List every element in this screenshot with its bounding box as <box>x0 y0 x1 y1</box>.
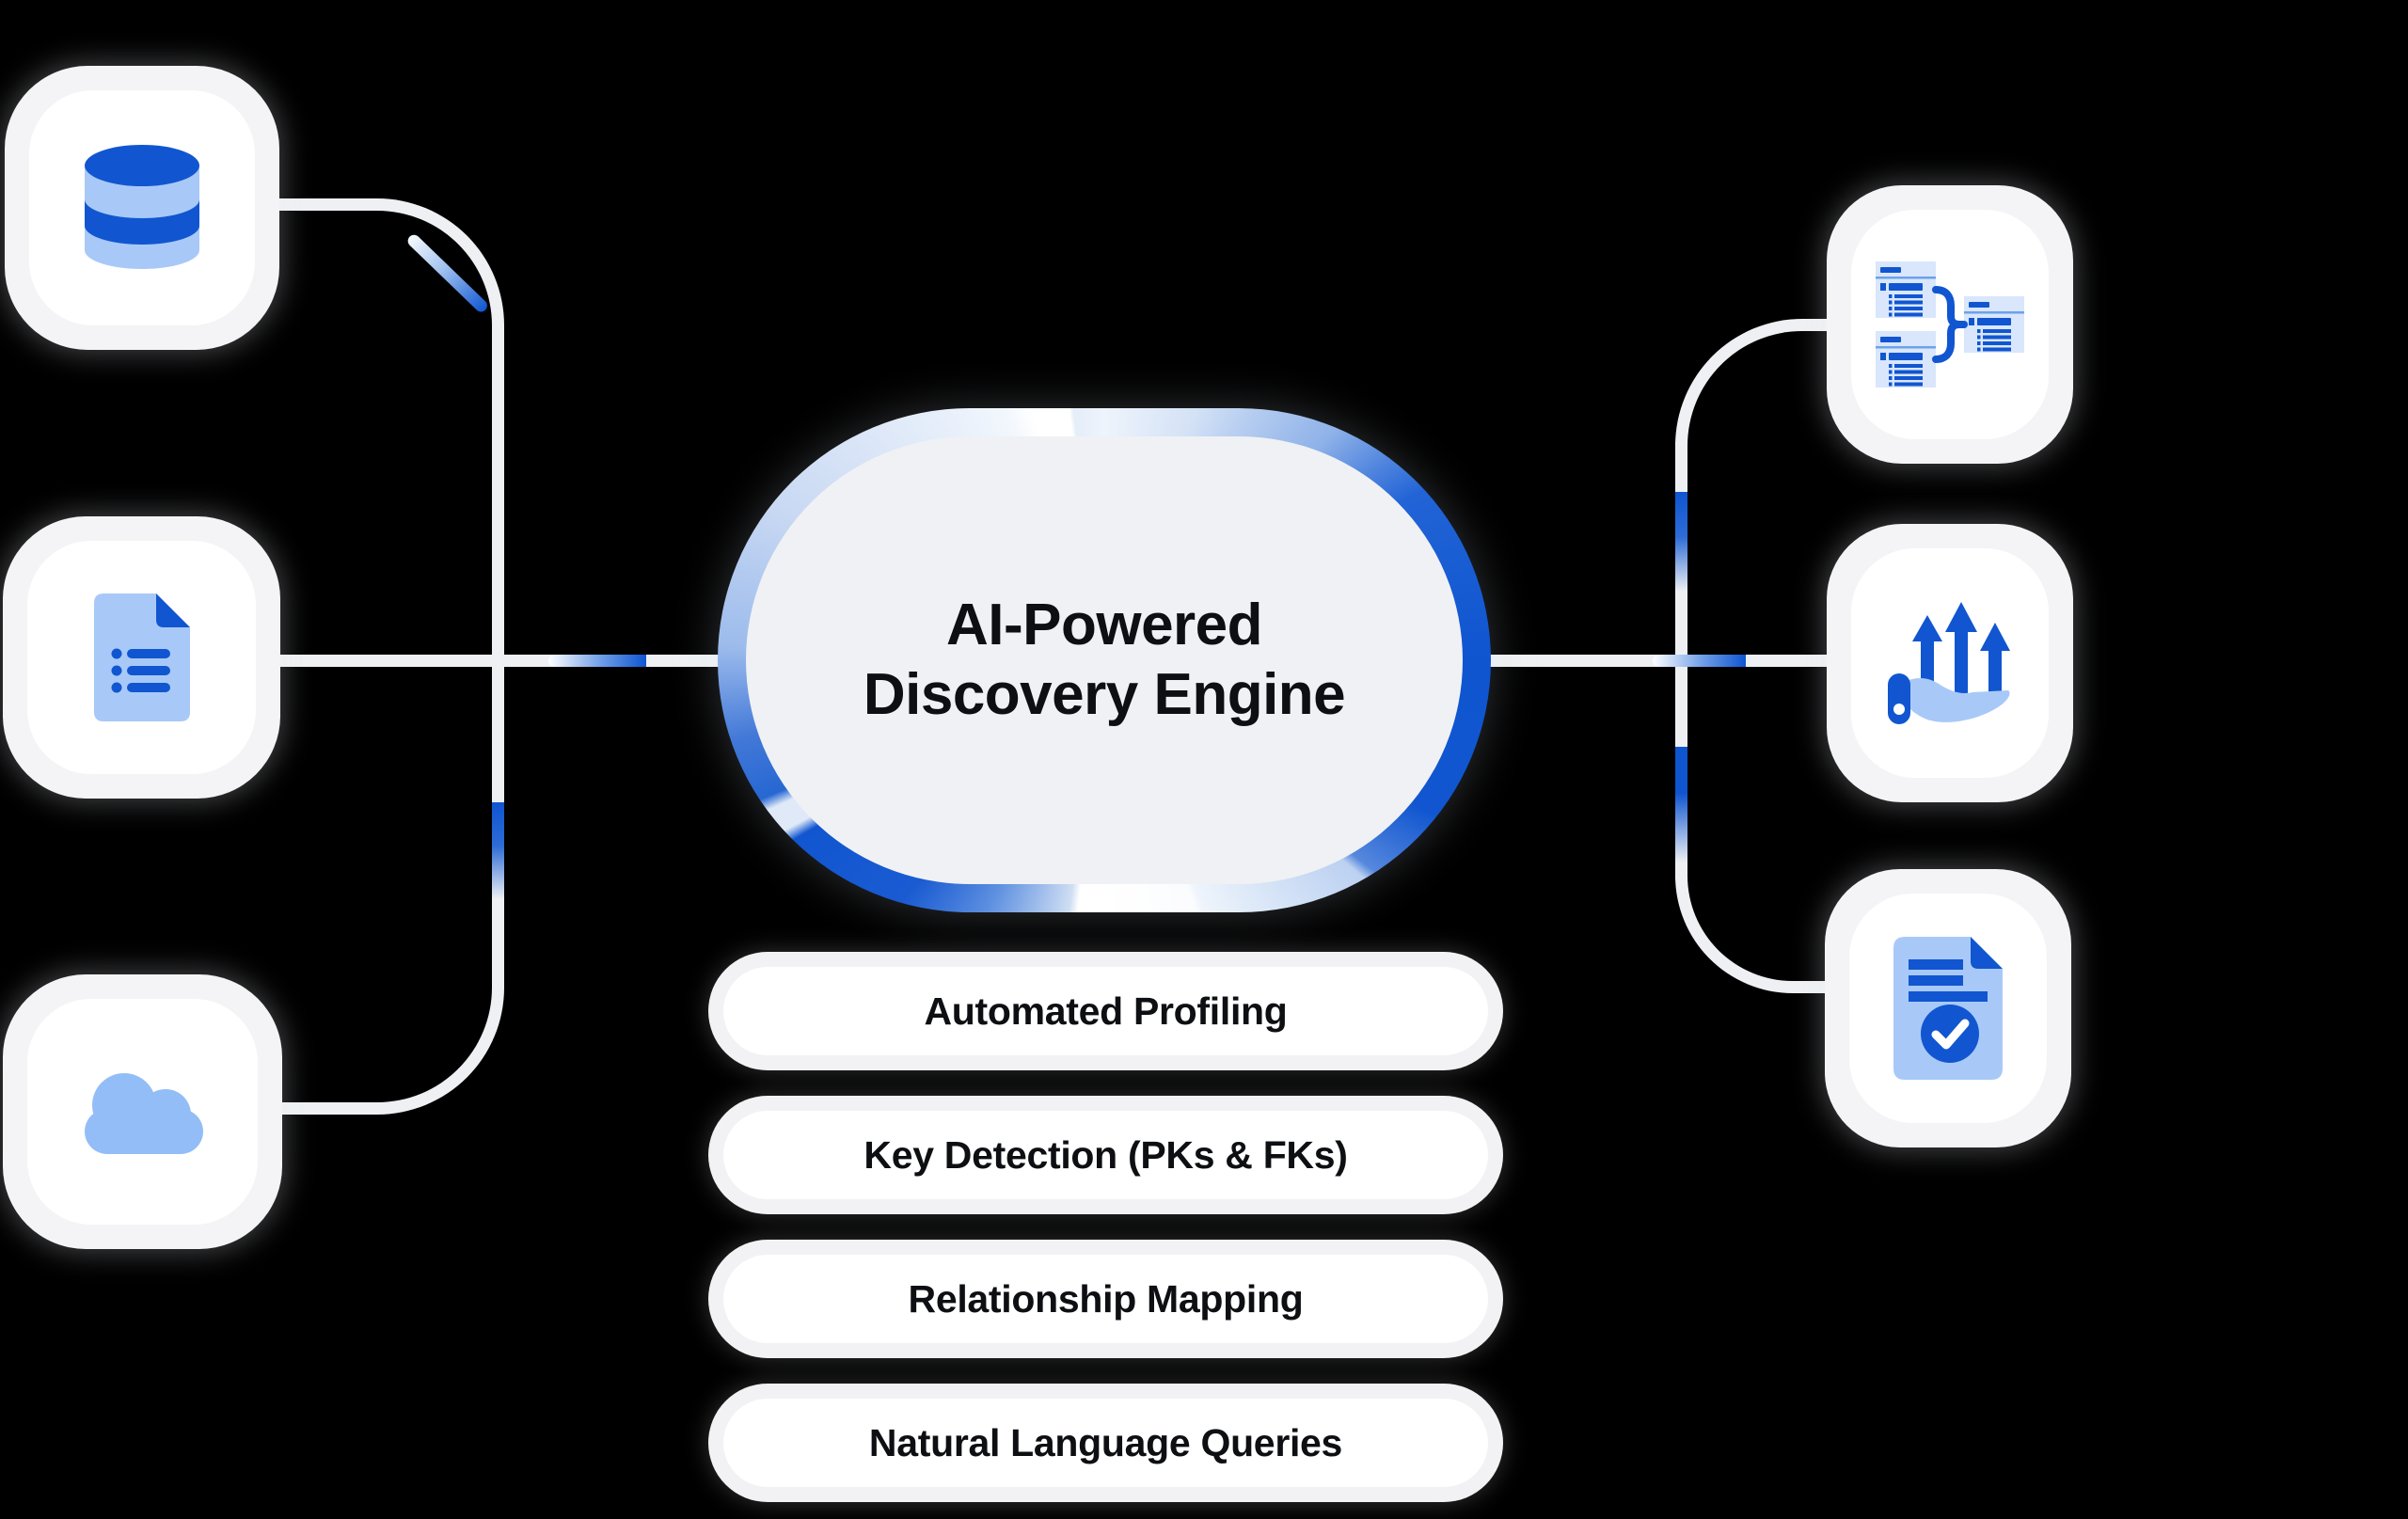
feature-pill-key-detection: Key Detection (PKs & FKs) <box>708 1096 1503 1214</box>
feature-label-natural-language-queries: Natural Language Queries <box>868 1420 1343 1464</box>
connector-document-to-engine <box>280 655 721 667</box>
feature-pill-relationship-mapping: Relationship Mapping <box>708 1240 1503 1358</box>
connector-trunk-to-cloud <box>279 984 504 1115</box>
feature-label-relationship-mapping: Relationship Mapping <box>908 1276 1304 1321</box>
source-node-cloud-card <box>27 999 258 1225</box>
database-icon <box>85 145 199 269</box>
output-node-growth <box>1827 524 2073 802</box>
schema-mapping-icon <box>1876 261 2024 388</box>
output-node-document-check <box>1825 869 2071 1147</box>
engine-title-line-2: Discovery Engine <box>863 662 1346 727</box>
growth-arrows-icon <box>1888 602 2010 724</box>
cloud-icon <box>84 1073 203 1154</box>
pulse-right-trunk-upper <box>1675 492 1687 592</box>
source-node-database <box>5 66 279 350</box>
engine-node-core: AI-Powered Discovery Engine <box>746 436 1463 884</box>
pulse-growth-line <box>1653 655 1746 667</box>
output-node-schema-mapping <box>1827 185 2073 464</box>
connector-database-to-trunk <box>279 198 504 329</box>
pulse-left-trunk <box>492 802 504 899</box>
engine-node: AI-Powered Discovery Engine <box>718 408 1491 912</box>
connector-trunk-to-document-check <box>1675 870 1825 993</box>
feature-label-automated-profiling: Automated Profiling <box>924 989 1288 1033</box>
source-node-document-card <box>27 541 256 774</box>
feature-label-key-detection: Key Detection (PKs & FKs) <box>863 1132 1348 1177</box>
engine-title-line-1: AI-Powered <box>945 593 1263 657</box>
engine-title: AI-Powered Discovery Engine <box>863 591 1346 730</box>
pulse-right-trunk-lower <box>1675 747 1687 862</box>
source-node-document <box>3 516 280 799</box>
feature-pill-automated-profiling: Automated Profiling <box>708 952 1503 1070</box>
output-node-schema-card <box>1851 210 2049 439</box>
document-list-icon <box>93 593 190 721</box>
pulse-document-line <box>548 655 646 667</box>
output-node-document-check-card <box>1849 894 2047 1123</box>
feature-pill-natural-language-queries: Natural Language Queries <box>708 1384 1503 1502</box>
document-check-icon <box>1893 937 2003 1080</box>
connector-trunk-to-schema <box>1675 319 1827 451</box>
source-node-cloud <box>3 974 282 1249</box>
output-node-growth-card <box>1851 548 2049 778</box>
source-node-database-card <box>29 90 255 325</box>
